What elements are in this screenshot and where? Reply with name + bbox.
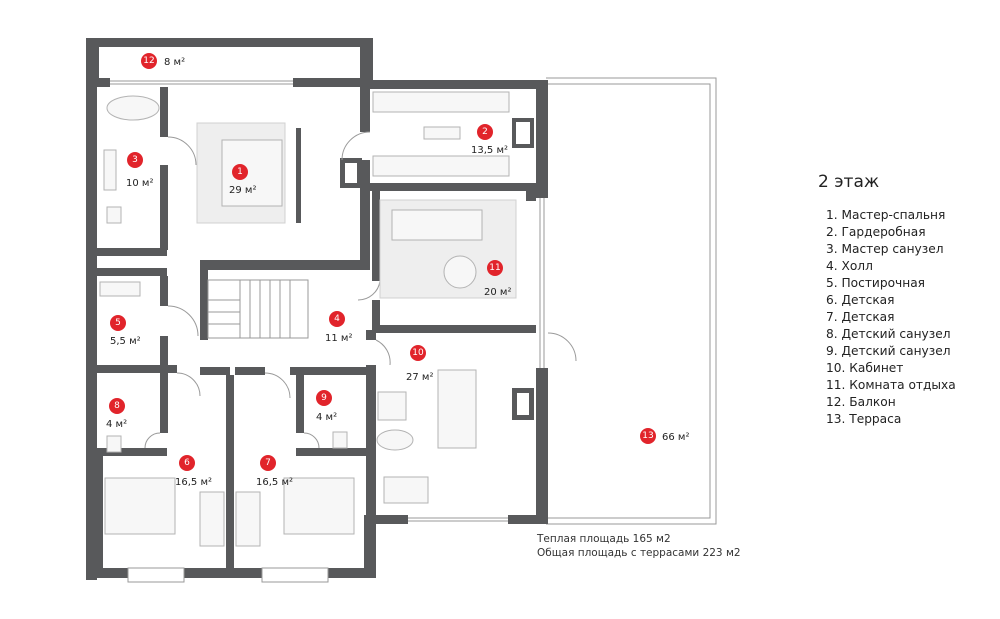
walls [86, 38, 548, 580]
svg-text:13,5 м²: 13,5 м² [471, 145, 508, 156]
svg-text:27 м²: 27 м² [406, 372, 433, 383]
room-label-4: 4 11 м² [325, 311, 352, 344]
room-label-11: 11 20 м² [484, 260, 511, 298]
windows [110, 80, 545, 583]
svg-text:10: 10 [412, 348, 424, 358]
svg-text:9: 9 [321, 393, 327, 403]
room-label-6: 6 16,5 м² [175, 455, 212, 488]
svg-text:29 м²: 29 м² [229, 185, 256, 196]
svg-text:12: 12 [143, 56, 154, 66]
room-label-1: 1 29 м² [229, 164, 256, 196]
svg-text:16,5 м²: 16,5 м² [256, 477, 293, 488]
room-label-10: 10 27 м² [406, 345, 433, 383]
room-legend: 1. Мастер-спальня 2. Гардеробная 3. Маст… [826, 207, 956, 428]
legend-item: 4. Холл [826, 259, 873, 273]
area-totals: Теплая площадь 165 м2 Общая площадь с те… [537, 532, 741, 560]
svg-text:6: 6 [184, 458, 190, 468]
room-label-3: 3 10 м² [126, 152, 153, 189]
svg-text:20 м²: 20 м² [484, 287, 511, 298]
staircase [207, 279, 309, 339]
legend-item: 8. Детский санузел [826, 327, 951, 341]
room-label-2: 2 13,5 м² [471, 124, 508, 156]
svg-text:13: 13 [642, 431, 653, 441]
svg-text:11: 11 [489, 263, 500, 273]
room-label-13: 13 66 м² [640, 428, 689, 444]
svg-text:5: 5 [115, 318, 121, 328]
svg-text:16,5 м²: 16,5 м² [175, 477, 212, 488]
svg-text:7: 7 [265, 458, 271, 468]
svg-text:4: 4 [334, 314, 340, 324]
door-swings [144, 131, 577, 449]
room-label-9: 9 4 м² [316, 390, 337, 423]
legend-item: 13. Терраса [826, 412, 902, 426]
svg-text:4 м²: 4 м² [316, 412, 337, 423]
svg-text:11 м²: 11 м² [325, 333, 352, 344]
svg-text:8: 8 [114, 401, 120, 411]
legend-item: 6. Детская [826, 293, 895, 307]
legend-item: 12. Балкон [826, 395, 896, 409]
legend-item: 2. Гардеробная [826, 225, 926, 239]
svg-text:8 м²: 8 м² [164, 57, 185, 68]
terrace-outline [546, 77, 717, 525]
svg-text:3: 3 [132, 155, 138, 165]
legend-item: 9. Детский санузел [826, 344, 951, 358]
legend-item: 11. Комната отдыха [826, 378, 956, 392]
svg-text:66 м²: 66 м² [662, 432, 689, 443]
svg-text:10 м²: 10 м² [126, 178, 153, 189]
svg-text:1: 1 [237, 167, 243, 177]
room-label-7: 7 16,5 м² [256, 455, 293, 488]
legend-item: 7. Детская [826, 310, 895, 324]
furniture [99, 91, 517, 547]
svg-text:5,5 м²: 5,5 м² [110, 336, 141, 347]
warm-area-text: Теплая площадь 165 м2 [537, 533, 671, 545]
total-area-text: Общая площадь с террасами 223 м2 [537, 547, 741, 559]
legend-item: 10. Кабинет [826, 361, 904, 375]
svg-text:4 м²: 4 м² [106, 419, 127, 430]
legend-item: 1. Мастер-спальня [826, 208, 946, 222]
floor-title: 2 этаж [818, 172, 880, 192]
room-label-5: 5 5,5 м² [110, 315, 141, 347]
svg-text:2: 2 [482, 127, 488, 137]
room-label-8: 8 4 м² [106, 398, 127, 430]
legend-item: 3. Мастер санузел [826, 242, 944, 256]
room-label-12: 12 8 м² [141, 53, 185, 69]
legend-item: 5. Постирочная [826, 276, 926, 290]
